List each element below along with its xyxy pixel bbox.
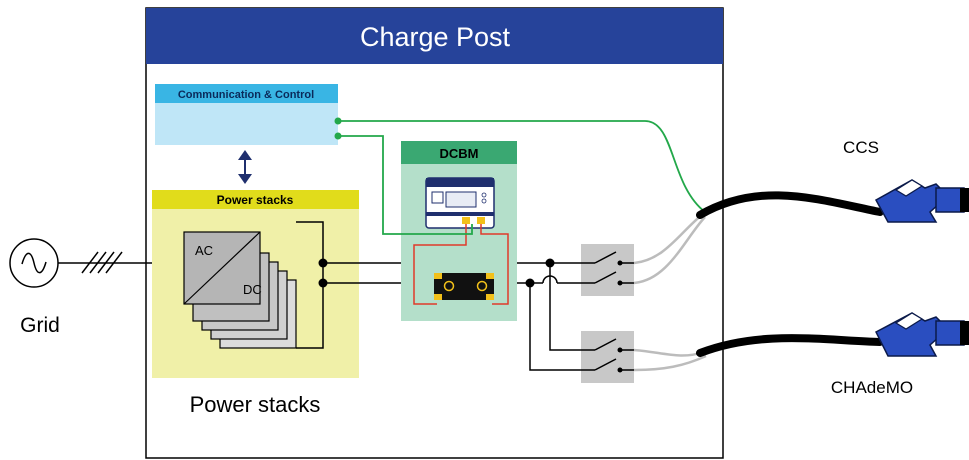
ccs-cable: [696, 191, 884, 219]
contactor-ccs: [581, 244, 634, 296]
charge-post-title: Charge Post: [360, 22, 511, 52]
power-stacks-caption: Power stacks: [190, 392, 321, 417]
dcbm-header: [401, 141, 517, 164]
ccs-label: CCS: [843, 138, 879, 157]
comm-control-label: Communication & Control: [178, 89, 314, 101]
conductor-wires: [633, 213, 707, 372]
ccs-connector-icon: [874, 179, 969, 223]
branch-line-1: [549, 263, 581, 351]
contactor-chademo: [581, 331, 634, 383]
power-stacks-header: [152, 190, 359, 209]
converter-stack: [183, 231, 297, 349]
shunt-module-icon: [434, 273, 494, 300]
chademo-connector-icon: [875, 312, 969, 357]
signal-wiring: [338, 120, 706, 235]
bus-junction-dot-1: [318, 258, 328, 268]
power-stacks-header-label: Power stacks: [217, 193, 294, 207]
converter-ac-label: AC: [195, 243, 213, 258]
branch-line-2: [529, 283, 581, 371]
title-bar: [146, 8, 723, 64]
energy-meter-icon: [425, 177, 495, 229]
converter-dc-label: DC: [243, 282, 262, 297]
sine-wave-icon: [21, 252, 47, 274]
chademo-label: CHAdeMO: [831, 378, 913, 397]
signal-dot-2: [334, 132, 342, 140]
comm-control-header: [155, 84, 338, 103]
three-phase-marks: [81, 251, 123, 274]
dcbm-label: DCBM: [440, 146, 479, 161]
grid-label: Grid: [20, 314, 60, 337]
signal-dot-1: [334, 117, 342, 125]
bus-junction-dot-2: [318, 278, 328, 288]
chademo-cable: [696, 334, 884, 357]
measurement-wiring: [413, 224, 509, 305]
bidirectional-arrow-icon: [238, 150, 252, 184]
